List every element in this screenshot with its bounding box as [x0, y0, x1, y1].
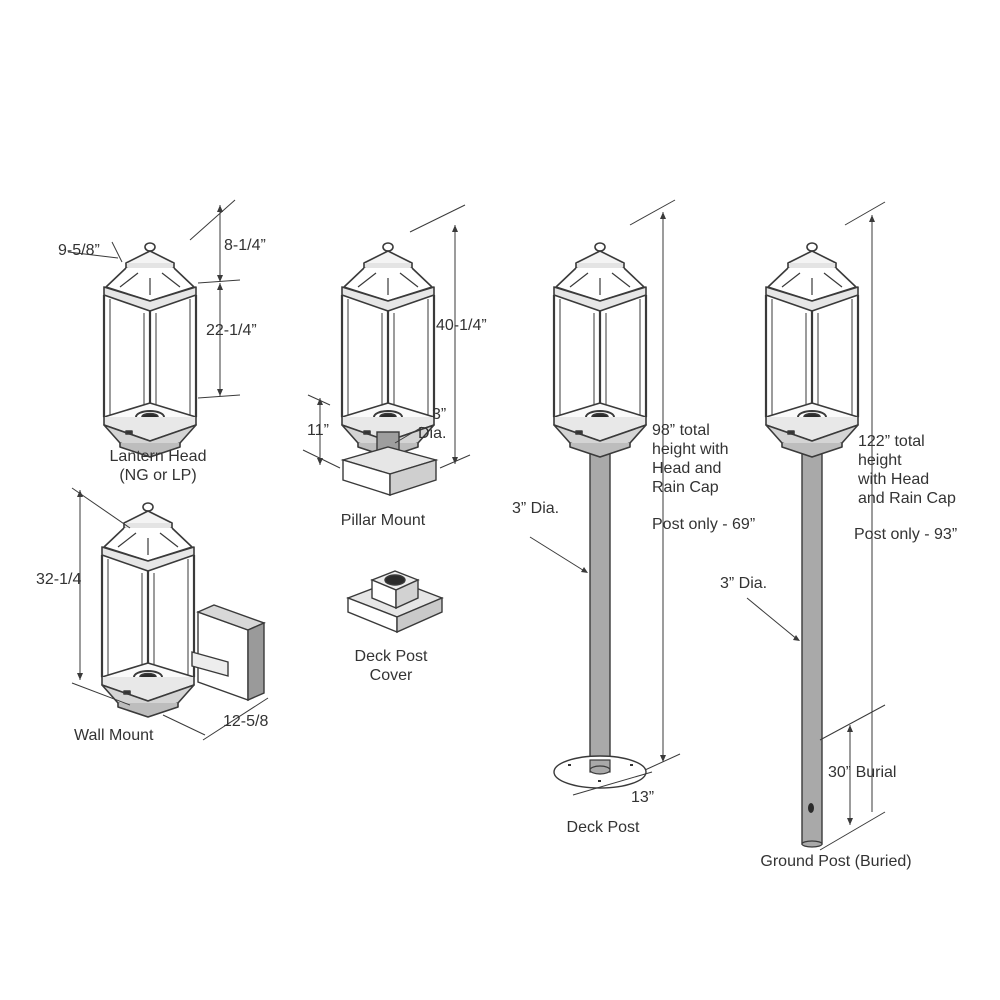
pillar-dia-line-2: Dia. — [418, 425, 447, 442]
pillar-total-label: 40-1/4” — [436, 317, 487, 334]
ground-post-total-line-1: 122” total — [858, 433, 925, 450]
pillar-dia-label: 3” Dia. — [418, 405, 447, 443]
lantern-head-illustration — [67, 199, 241, 459]
wall-mount-depth-label: 12-5/8 — [223, 713, 269, 730]
pillar-mount-illustration — [302, 204, 471, 496]
ground-post-only-label: Post only - 93” — [854, 526, 958, 543]
deck-post-total-line-4: Rain Cap — [652, 479, 719, 496]
deck-post-cover-caption: Deck Post Cover — [355, 647, 428, 685]
deck-post-illustration — [529, 199, 681, 796]
deck-post-total-line-3: Head and — [652, 460, 722, 477]
ground-post-dia-label: 3” Dia. — [720, 575, 768, 592]
deck-post-cover-caption-line-1: Deck Post — [354, 648, 428, 665]
ground-post-illustration — [746, 201, 886, 851]
wall-mount-height-label: 32-1/4 — [36, 571, 82, 588]
deck-post-only-label: Post only - 69” — [652, 516, 756, 533]
pillar-base-label: 11” — [307, 422, 329, 439]
deck-post-cover-illustration — [346, 570, 444, 634]
wall-mount-illustration — [71, 487, 269, 741]
deck-post-dia-label: 3” Dia. — [512, 500, 560, 517]
deck-post-total-line-1: 98” total — [652, 422, 710, 439]
deck-post-total-line-2: height with — [652, 441, 729, 458]
deck-post-total-label: 98” total height with Head and Rain Cap — [652, 421, 729, 497]
pillar-dia-line-1: 3” — [432, 406, 447, 423]
deck-post-caption: Deck Post — [566, 819, 640, 836]
ground-post-total-line-4: and Rain Cap — [858, 490, 956, 507]
lantern-head-caption-line-2: (NG or LP) — [119, 467, 197, 484]
lantern-width-label: 9-5/8” — [58, 242, 100, 259]
ground-post-burial-label: 30” Burial — [828, 764, 897, 781]
deck-post-plate-label: 13” — [631, 789, 655, 806]
deck-post-cover-caption-line-2: Cover — [369, 667, 413, 684]
wall-mount-caption: Wall Mount — [74, 727, 154, 744]
lantern-head-caption-line-1: Lantern Head — [109, 448, 207, 465]
lantern-head-caption: Lantern Head (NG or LP) — [110, 447, 207, 485]
ground-post-total-label: 122” total height with Head and Rain Cap — [858, 432, 956, 508]
lantern-top-label: 8-1/4” — [224, 237, 266, 254]
pillar-mount-caption: Pillar Mount — [340, 512, 426, 529]
ground-post-total-line-3: with Head — [858, 471, 930, 488]
lantern-body-label: 22-1/4” — [206, 322, 257, 339]
ground-post-caption: Ground Post (Buried) — [760, 853, 912, 870]
ground-post-total-line-2: height — [858, 452, 902, 469]
